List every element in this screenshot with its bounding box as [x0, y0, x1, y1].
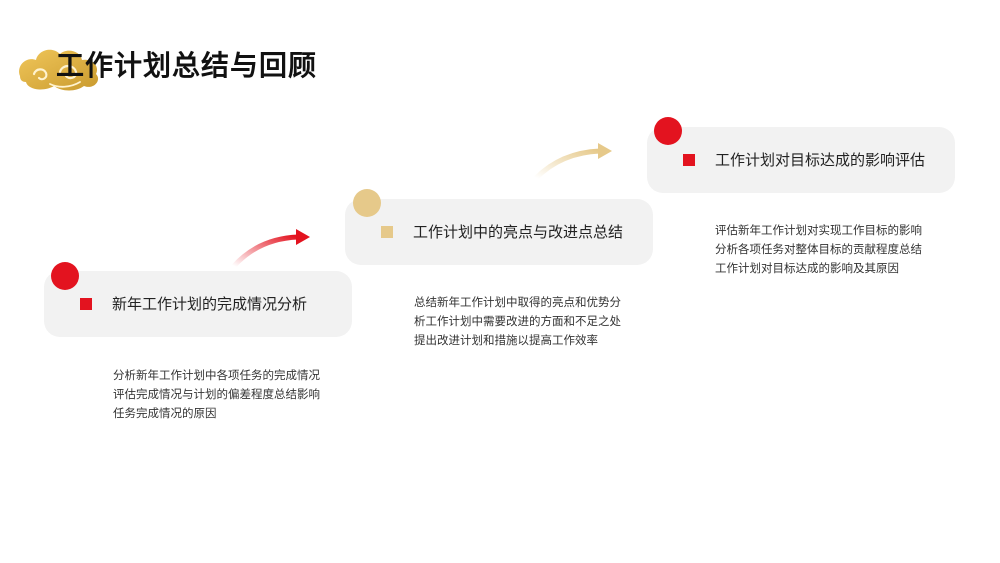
- arrow-icon: [231, 229, 310, 269]
- auspicious-cloud-icon: [19, 49, 99, 91]
- step-card: 新年工作计划的完成情况分析: [44, 271, 352, 337]
- step-description: 分析新年工作计划中各项任务的完成情况 评估完成情况与计划的偏差程度总结影响 任务…: [113, 368, 320, 420]
- step-card: 工作计划中的亮点与改进点总结: [345, 199, 653, 265]
- step-description: 评估新年工作计划对实现工作目标的影响 分析各项任务对整体目标的贡献程度总结 工作…: [715, 223, 922, 275]
- step-dot: [353, 189, 381, 217]
- page-title: 工作计划总结与回顾: [56, 49, 318, 82]
- arrow-icon: [533, 143, 612, 181]
- square-bullet-icon: [80, 298, 92, 310]
- step-description: 总结新年工作计划中取得的亮点和优势分 析工作计划中需要改进的方面和不足之处 提出…: [414, 295, 621, 347]
- step-card: 工作计划对目标达成的影响评估: [647, 127, 955, 193]
- step-label: 工作计划对目标达成的影响评估: [715, 151, 926, 169]
- step-label: 工作计划中的亮点与改进点总结: [413, 223, 624, 241]
- step-label: 新年工作计划的完成情况分析: [112, 295, 308, 313]
- square-bullet-icon: [381, 226, 393, 238]
- step-dot: [51, 262, 79, 290]
- square-bullet-icon: [683, 154, 695, 166]
- step-dot: [654, 117, 682, 145]
